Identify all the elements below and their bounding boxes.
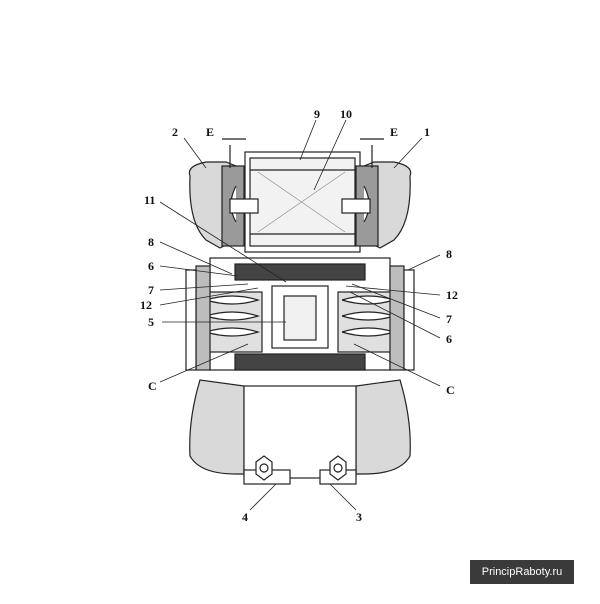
- label-8-left: 8: [148, 235, 154, 249]
- site-watermark: PrincipRaboty.ru: [470, 560, 574, 584]
- label-9: 9: [314, 107, 320, 121]
- label-7-right: 7: [446, 312, 452, 326]
- label-3: 3: [356, 510, 362, 524]
- label-e-left: E: [206, 125, 214, 139]
- label-11: 11: [144, 193, 155, 207]
- label-7-left: 7: [148, 283, 154, 297]
- top-coil-body: [244, 151, 361, 253]
- lower-housing: [189, 379, 411, 485]
- right-coil-stack: [337, 265, 415, 371]
- label-1: 1: [424, 125, 430, 139]
- left-pole-piece: [188, 161, 259, 249]
- label-e-right: E: [390, 125, 398, 139]
- label-8-right: 8: [446, 247, 452, 261]
- left-terminal-nut: [255, 455, 273, 481]
- label-c-right: C: [446, 383, 455, 397]
- label-5: 5: [148, 315, 154, 329]
- right-terminal-nut: [329, 455, 347, 481]
- label-c-left: C: [148, 379, 157, 393]
- label-12-right: 12: [446, 288, 458, 302]
- label-2: 2: [172, 125, 178, 139]
- gap-gauge-right: [360, 138, 384, 168]
- leader-lines: [159, 119, 441, 511]
- right-pole-piece: [341, 161, 412, 249]
- label-10: 10: [340, 107, 352, 121]
- gap-gauge-left: [222, 138, 246, 168]
- label-6-left: 6: [148, 259, 154, 273]
- label-4: 4: [242, 510, 248, 524]
- label-6-right: 6: [446, 332, 452, 346]
- label-12-left: 12: [140, 298, 152, 312]
